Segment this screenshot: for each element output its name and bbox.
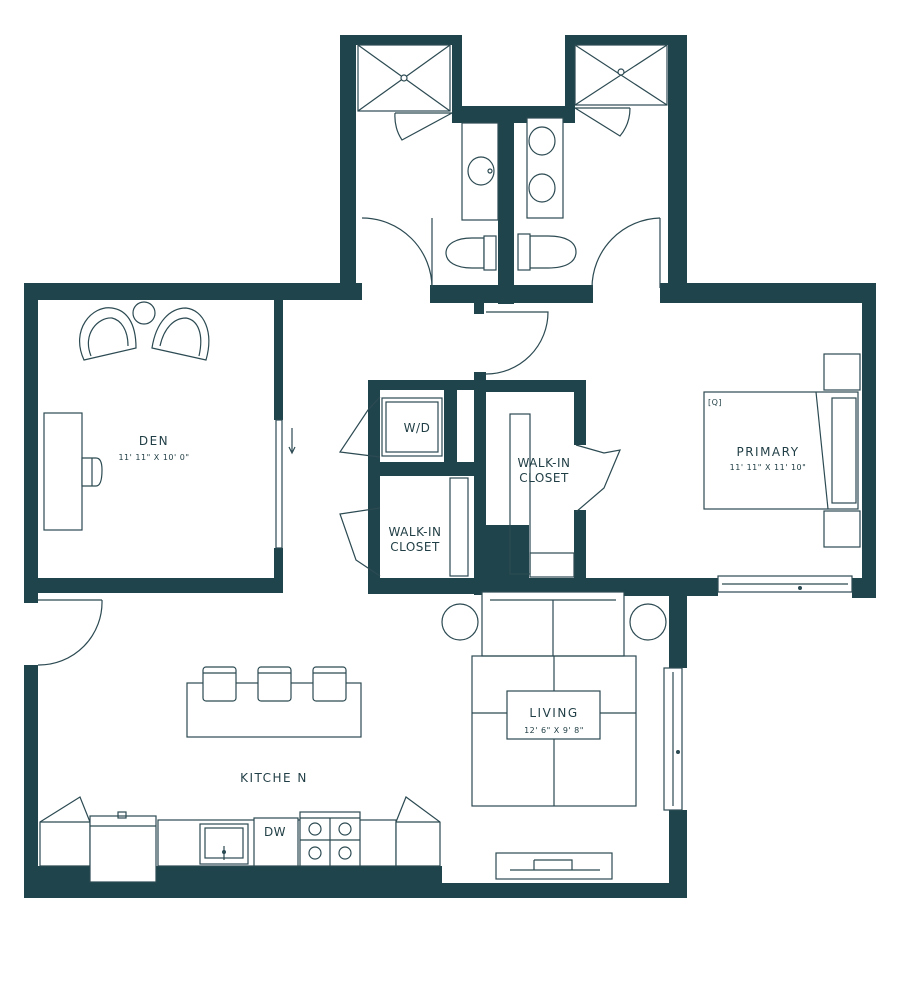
den-room: DEN 11' 11" X 10' 0"	[43, 301, 296, 549]
closet-left-label-1: WALK-IN	[388, 525, 441, 539]
living-dimensions: 12' 6" X 9' 8"	[524, 726, 584, 735]
bathroom-right	[517, 44, 668, 289]
armchair-left	[79, 307, 137, 361]
laundry: W/D	[338, 396, 443, 458]
primary-room: [Q] PRIMARY 11' 11" X 11' 10"	[703, 353, 861, 593]
toilet-left	[445, 237, 485, 269]
walk-in-closet-left: WALK-IN CLOSET	[339, 477, 469, 577]
wd-label: W/D	[404, 421, 431, 435]
closet-right-label-2: CLOSET	[519, 471, 569, 485]
end-table-left	[441, 603, 479, 641]
sink-right-a	[528, 126, 556, 156]
living-room: LIVING 12' 6" X 9' 8"	[441, 591, 683, 880]
closet-left-label-2: CLOSET	[390, 540, 440, 554]
tv-console	[495, 852, 613, 880]
den-label: DEN	[139, 434, 169, 448]
sink-right-b	[528, 173, 556, 203]
den-dimensions: 11' 11" X 10' 0"	[118, 453, 189, 462]
nightstand-top	[823, 353, 861, 391]
primary-dimensions: 11' 11" X 11' 10"	[730, 463, 807, 472]
sink-left	[467, 156, 495, 186]
side-table	[132, 301, 156, 325]
closet-right-label-1: WALK-IN	[517, 456, 570, 470]
armchair-right	[151, 307, 210, 361]
toilet-right	[529, 235, 577, 269]
desk	[43, 412, 83, 531]
bed-size-tag: [Q]	[708, 398, 722, 407]
kitchen-room: KITCHE N DW	[37, 599, 441, 883]
bathroom-left	[357, 44, 499, 289]
dishwasher	[253, 817, 299, 867]
coffee-table	[506, 690, 601, 740]
walk-in-closet-right: WALK-IN CLOSET	[509, 413, 621, 578]
end-table-right	[629, 603, 667, 641]
dishwasher-label: DW	[264, 825, 286, 839]
refrigerator	[89, 815, 157, 883]
primary-label: PRIMARY	[736, 445, 799, 459]
living-label: LIVING	[529, 706, 578, 720]
nightstand-bottom	[823, 510, 861, 548]
bar-stools	[202, 666, 347, 702]
kitchen-label: KITCHE N	[240, 771, 308, 785]
